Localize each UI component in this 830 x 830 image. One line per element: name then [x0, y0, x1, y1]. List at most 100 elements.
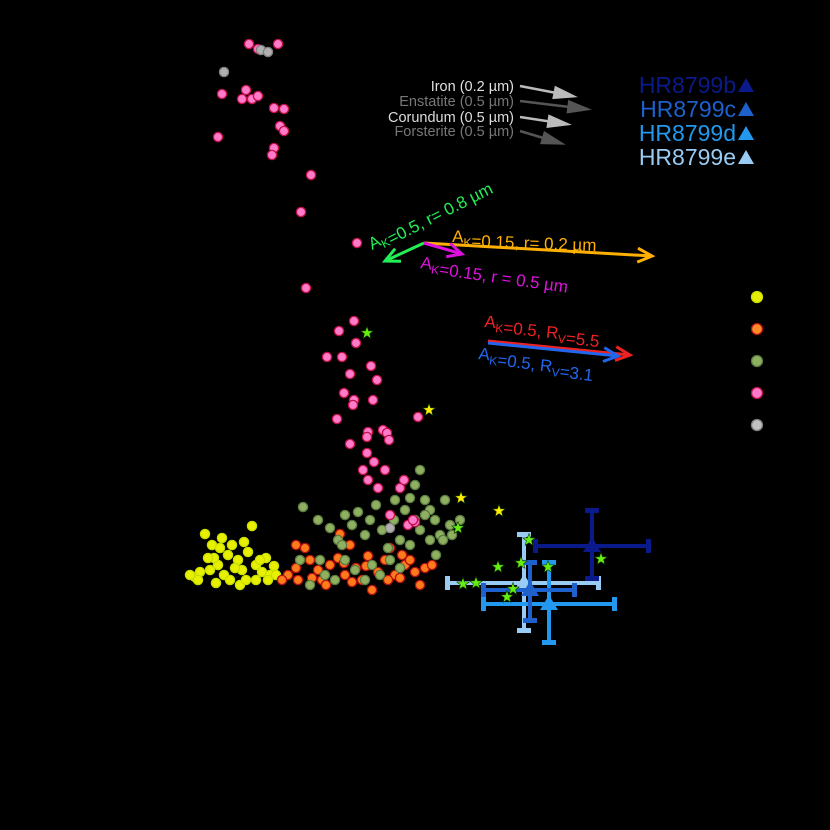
data-point	[229, 562, 241, 574]
data-point	[359, 529, 371, 541]
planet-HR8799c	[481, 560, 577, 623]
data-point	[368, 456, 380, 468]
data-point	[372, 482, 384, 494]
data-point	[262, 46, 274, 58]
star-marker-icon	[593, 551, 609, 566]
data-point	[226, 539, 238, 551]
arrowhead-icon	[540, 131, 566, 145]
star-marker-icon	[490, 559, 506, 574]
dust-arrow: Corundum (0.5 µm)	[388, 110, 572, 128]
data-point	[439, 494, 451, 506]
data-point	[352, 506, 364, 518]
data-point	[276, 574, 288, 586]
dust-arrow: Enstatite (0.5 µm)	[399, 94, 592, 114]
star-marker-icon	[450, 520, 466, 535]
star-marker-icon	[540, 559, 556, 574]
data-point	[272, 38, 284, 50]
data-point	[412, 411, 424, 423]
arrowhead-icon	[566, 99, 592, 114]
triangle-marker-icon	[738, 126, 754, 140]
data-point	[324, 559, 336, 571]
data-point	[364, 514, 376, 526]
star-marker-icon	[453, 490, 469, 505]
arrowhead-icon	[602, 346, 622, 363]
data-point	[324, 522, 336, 534]
arrowhead-icon	[445, 242, 466, 259]
data-point	[243, 38, 255, 50]
star-marker-icon	[513, 555, 529, 570]
data-point	[409, 479, 421, 491]
population-gray	[218, 44, 396, 534]
data-point	[419, 494, 431, 506]
triangle-marker-icon	[738, 78, 754, 92]
legend-population-entry	[750, 386, 764, 400]
legend-label: HR8799d	[639, 120, 736, 146]
data-point	[339, 554, 351, 566]
data-point	[348, 315, 360, 327]
data-point	[430, 549, 442, 561]
data-point	[297, 501, 309, 513]
data-point	[214, 542, 226, 554]
data-point	[240, 84, 252, 96]
extinction-arrow: AK=0.15, r= 0.2 µm	[423, 227, 656, 264]
data-point	[240, 574, 252, 586]
population-yellow	[184, 520, 282, 591]
data-point	[268, 102, 280, 114]
legend-dot-icon	[750, 290, 764, 304]
data-point	[347, 399, 359, 411]
data-point	[254, 554, 266, 566]
legend-entry-HR8799d: HR8799d	[639, 120, 754, 146]
data-point	[329, 574, 341, 586]
data-point	[382, 574, 394, 586]
star-marker-icon	[468, 575, 484, 590]
dust-label: Enstatite (0.5 µm)	[399, 94, 514, 110]
arrowhead-icon	[546, 114, 572, 128]
data-point	[344, 438, 356, 450]
data-point	[346, 519, 358, 531]
star-marker-icon	[421, 402, 437, 417]
data-point	[366, 584, 378, 596]
data-point	[399, 504, 411, 516]
data-point	[320, 579, 332, 591]
data-point	[266, 149, 278, 161]
legend-label: HR8799e	[639, 144, 736, 170]
arrowhead-icon	[614, 345, 634, 362]
data-point	[321, 351, 333, 363]
data-point	[362, 474, 374, 486]
data-point	[246, 520, 258, 532]
data-point	[437, 534, 449, 546]
triangle-marker-icon	[738, 102, 754, 116]
data-point	[242, 546, 254, 558]
data-point	[407, 514, 419, 526]
data-point	[339, 509, 351, 521]
legend-entry-HR8799b: HR8799b	[639, 72, 754, 98]
data-point	[238, 536, 250, 548]
data-point	[278, 125, 290, 137]
data-point	[444, 519, 456, 531]
data-point	[278, 103, 290, 115]
dust-label: Corundum (0.5 µm)	[388, 110, 514, 126]
data-point	[404, 539, 416, 551]
data-point	[295, 206, 307, 218]
extinction-label: AK=0.15, r= 0.2 µm	[452, 227, 597, 255]
data-point	[351, 237, 363, 249]
data-point	[414, 524, 426, 536]
data-point	[404, 554, 416, 566]
data-point	[314, 554, 326, 566]
dust-arrow: Forsterite (0.5 µm)	[394, 124, 566, 145]
dust-arrows: Iron (0.2 µm)Enstatite (0.5 µm)Corundum …	[388, 79, 592, 145]
legend-dot-icon	[750, 418, 764, 432]
star-markers	[359, 325, 609, 604]
data-point	[404, 492, 416, 504]
arrowhead-icon	[636, 246, 656, 264]
data-point	[319, 569, 331, 581]
data-point	[383, 434, 395, 446]
data-point	[184, 569, 196, 581]
data-point	[192, 574, 204, 586]
legend-population-entry	[750, 354, 764, 368]
legend-dot-icon	[750, 386, 764, 400]
data-point	[384, 522, 396, 534]
data-point	[394, 534, 406, 546]
data-point	[212, 131, 224, 143]
